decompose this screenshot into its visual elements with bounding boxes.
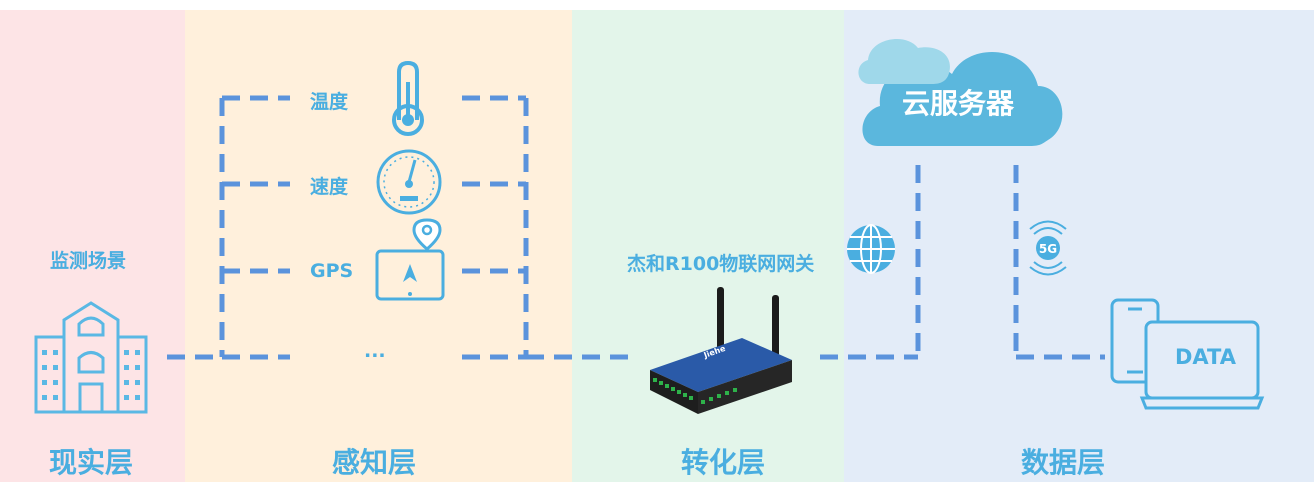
gauge-icon (376, 149, 442, 215)
scene-label: 监测场景 (50, 250, 127, 272)
device-data-label: DATA (1175, 345, 1237, 369)
layer-label-conversion: 转化层 (681, 446, 766, 479)
layer-label-reality: 现实层 (49, 446, 134, 479)
sensor-label-more: ... (364, 340, 386, 362)
building-icon (34, 301, 148, 414)
gateway-label: 杰和R100物联网网关 (627, 253, 815, 275)
cloud-icon (858, 38, 1063, 146)
sensor-label-speed: 速度 (310, 176, 349, 198)
gps-tablet-icon (375, 218, 445, 301)
thermometer-icon (392, 60, 424, 136)
layer-label-perception: 感知层 (332, 446, 417, 479)
layer-label-data: 数据层 (1021, 446, 1106, 479)
sensor-label-temperature: 温度 (310, 91, 349, 113)
laptop-icon (1139, 320, 1265, 410)
router-device: Jiehe (650, 287, 792, 414)
perception-layer-panel (185, 10, 572, 482)
cloud-server-label: 云服务器 (902, 87, 1015, 120)
dashed-connectors (167, 95, 1105, 360)
5g-signal-icon: 5G (1029, 220, 1067, 276)
globe-icon (847, 224, 895, 274)
reality-layer-panel (0, 10, 185, 482)
5g-badge-text: 5G (1039, 242, 1057, 256)
sensor-label-gps: GPS (310, 260, 354, 282)
